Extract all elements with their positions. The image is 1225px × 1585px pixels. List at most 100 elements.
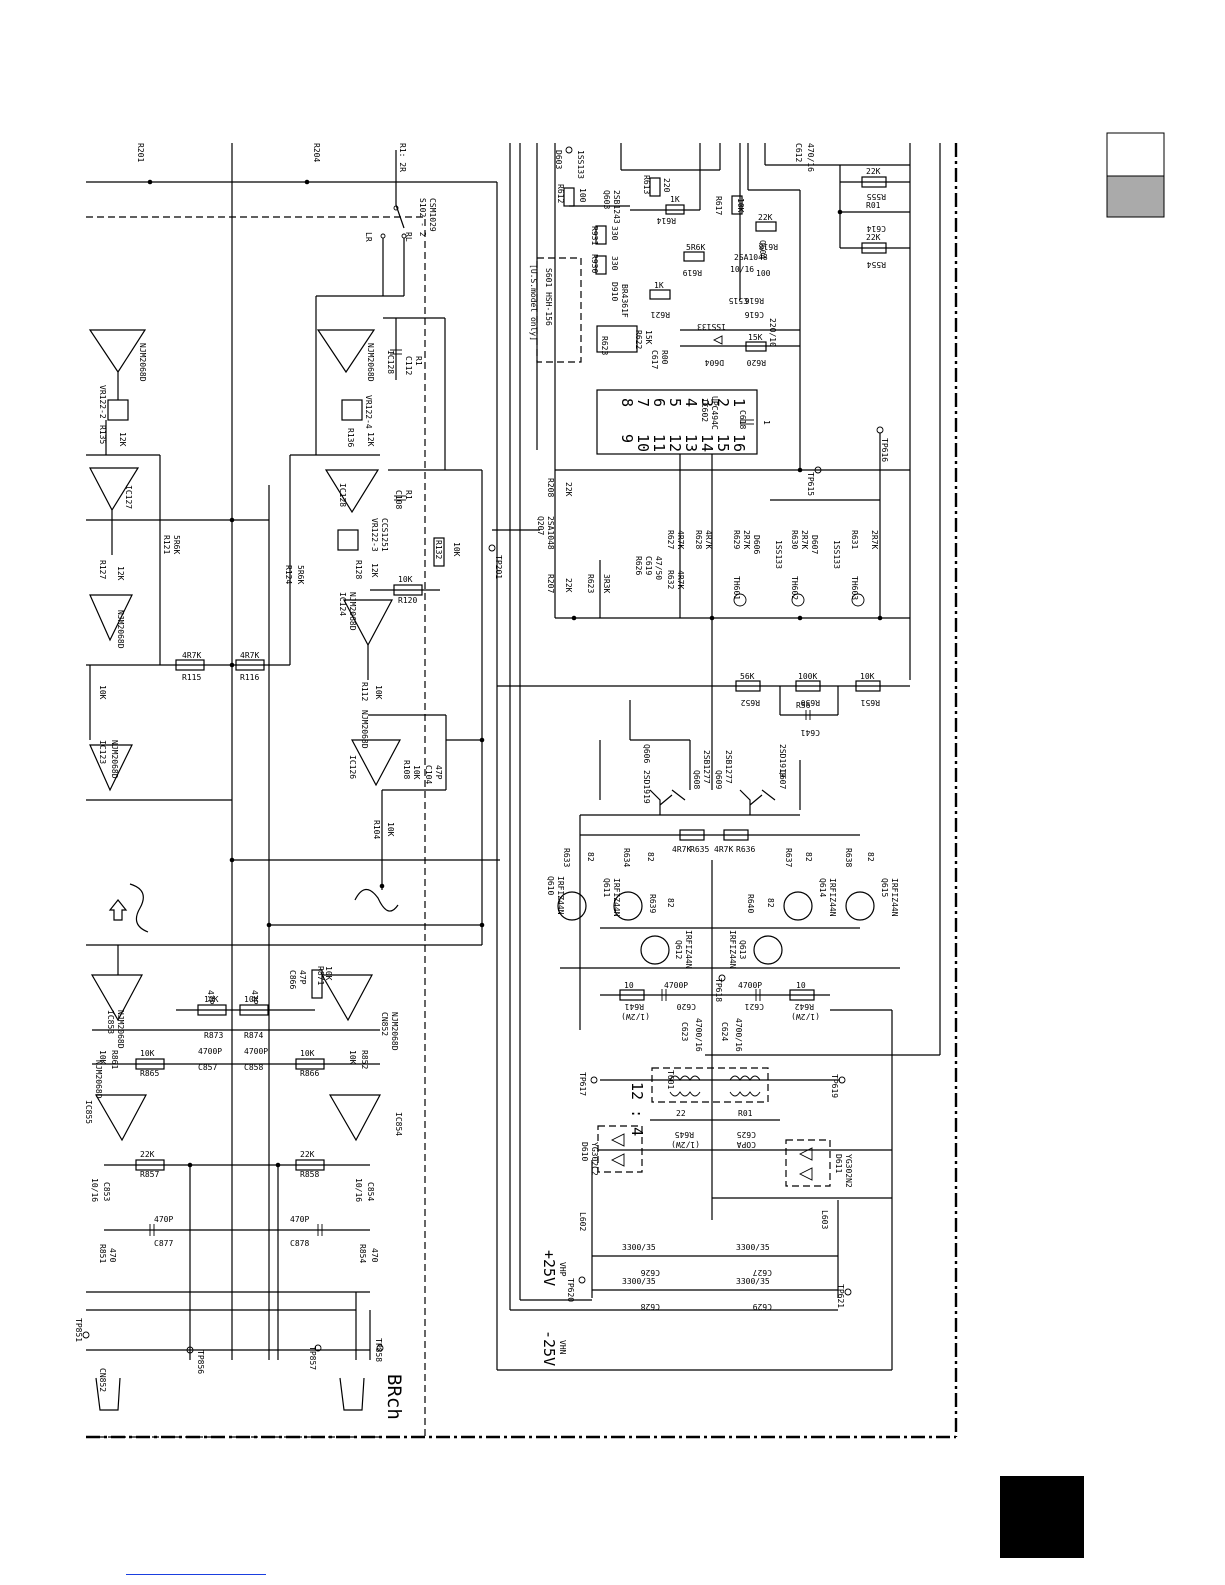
ic852-part: NJM2068D xyxy=(390,1012,399,1051)
r857-value: 22K xyxy=(140,1150,155,1159)
r631-value: 2R7K xyxy=(870,530,879,549)
ic852-label: CN852 xyxy=(380,1012,389,1036)
r618-value: 22K xyxy=(758,213,773,222)
switch-rl-label: RL xyxy=(404,232,413,242)
r873-label: R873 xyxy=(204,1031,223,1040)
r634-label: R634 xyxy=(622,848,631,867)
r630-label: R630 xyxy=(790,530,799,549)
ic128-top-opamp xyxy=(316,329,376,374)
c112-value: R1 xyxy=(414,356,423,366)
r851-label: R851 xyxy=(98,1244,107,1263)
r208-value: 22K xyxy=(564,482,573,497)
c627-label: C627 xyxy=(753,1268,772,1277)
q608-label: Q608 xyxy=(692,770,701,789)
r931-value: 330 xyxy=(610,226,619,241)
r854-label: R854 xyxy=(358,1244,367,1263)
r208-label: R208 xyxy=(546,478,555,497)
th603-label: TH603 xyxy=(850,576,859,600)
minus25v-label: -25V xyxy=(540,1330,558,1366)
c515-label: C515 xyxy=(729,296,748,305)
r854-value: 470 xyxy=(370,1248,379,1263)
r858-label: R858 xyxy=(300,1170,319,1179)
r201-label: R201 xyxy=(136,143,145,162)
r873-value: 10K xyxy=(204,995,219,1004)
tp857-label: TP857 xyxy=(308,1346,317,1370)
ic123-top-part: NJM2068D xyxy=(116,610,125,649)
q607-label: Q607 xyxy=(778,770,787,789)
r613-label: R613 xyxy=(642,175,651,194)
r619-value: 5R6K xyxy=(686,243,705,252)
r554-label: R554 xyxy=(867,260,886,269)
ic602-chip xyxy=(596,389,758,455)
c878-value: 470P xyxy=(290,1215,309,1224)
r635-value: 4R7K xyxy=(672,845,691,854)
r124-label: R124 xyxy=(284,565,293,584)
ic602-pin-10: 10 xyxy=(634,434,652,452)
r207-value: 22K xyxy=(564,578,573,593)
q604-label: Q604 xyxy=(758,240,767,259)
r645-value: 22 xyxy=(676,1109,686,1118)
r865-value: 10K xyxy=(140,1049,155,1058)
q609-label: Q609 xyxy=(714,770,723,789)
r637-label: R637 xyxy=(784,848,793,867)
c625-value: COPA xyxy=(737,1140,756,1149)
s601-label: S601 HSH-156 xyxy=(544,268,553,326)
ic602-part: UPC494C xyxy=(710,396,719,430)
d607-label: D607 xyxy=(810,535,819,554)
r641-watt: (1/2W) xyxy=(621,1012,650,1021)
r629-label: R629 xyxy=(732,530,741,549)
c108-label: C108 xyxy=(394,490,403,509)
c858-label: C858 xyxy=(244,1063,263,1072)
r645-watt: (1/2W) xyxy=(671,1140,700,1149)
ic602-pin-1: 1 xyxy=(730,398,748,407)
r112-label: R112 xyxy=(360,682,369,701)
r204-label: R204 xyxy=(312,143,321,162)
r-10k-label: 10K xyxy=(98,685,107,700)
c852-label: 47P xyxy=(250,990,259,1005)
r630-value: 2R7K xyxy=(800,530,809,549)
r652-value: 56K xyxy=(740,672,755,681)
r207-label: R207 xyxy=(546,574,555,593)
r642-value: 10 xyxy=(796,981,806,990)
q607-part: 2SD1919 xyxy=(778,744,787,778)
tp616-label: TP616 xyxy=(880,438,889,462)
d610-part: YG302C2 xyxy=(590,1142,599,1176)
ic602-pin-15: 15 xyxy=(714,434,732,452)
r128-label: R128 xyxy=(354,560,363,579)
r871-value: 10K xyxy=(324,966,333,981)
ic127-top-part: NJM2068D xyxy=(138,343,147,382)
q609-part: 2SB1277 xyxy=(724,750,733,784)
r636-label: R636 xyxy=(736,845,755,854)
c624-label: C624 xyxy=(720,1022,729,1041)
r639-value: 82 xyxy=(666,898,675,908)
r874-label: R874 xyxy=(244,1031,263,1040)
r620-label: R620 xyxy=(747,358,766,367)
r633-label: R633 xyxy=(562,848,571,867)
c625-label: C625 xyxy=(737,1130,756,1139)
r116-label: R116 xyxy=(240,673,259,682)
r636-value: 4R7K xyxy=(714,845,733,854)
c623-value: 4700/16 xyxy=(694,1018,703,1052)
vr122-3-part: CCS1251 xyxy=(380,518,389,552)
l603-label: L603 xyxy=(820,1210,829,1229)
r555-value: 22K xyxy=(866,167,881,176)
c866-value: 47P xyxy=(298,970,307,985)
ic602-pin-7: 7 xyxy=(634,398,652,407)
r641-label: R641 xyxy=(625,1002,644,1011)
r56-label: R56 xyxy=(796,701,811,710)
r642-watt: (1/2W) xyxy=(791,1012,820,1021)
r632-label: R632 xyxy=(666,570,675,589)
c627-value: 3300/35 xyxy=(736,1243,770,1252)
r651-label: R651 xyxy=(861,698,880,707)
power-stage: Q606 2SD1919 Q608 2SB1277 Q609 2SB1277 Q… xyxy=(510,618,900,1370)
c108-value: R1 xyxy=(404,490,413,500)
c626-value: 3300/35 xyxy=(622,1243,656,1252)
q207-part: 2SA1048 xyxy=(546,516,555,550)
footer-link-underline[interactable] xyxy=(126,1574,266,1575)
r621-label: R621 xyxy=(651,310,670,319)
ic123-part: NJM2068D xyxy=(110,740,119,779)
q611-mosfet xyxy=(613,891,643,921)
r638-value: 82 xyxy=(866,852,875,862)
c104-value: 47P xyxy=(434,765,443,780)
r616-label: R616 xyxy=(745,296,764,305)
